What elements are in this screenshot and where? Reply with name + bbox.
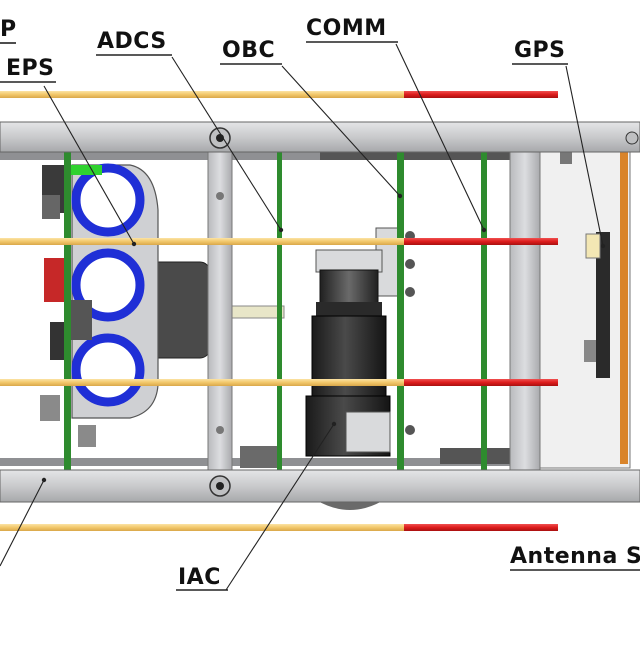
obc-screws	[405, 231, 415, 435]
top-frame-bar	[0, 121, 640, 153]
pin	[231, 305, 285, 319]
coil-group	[71, 163, 145, 407]
gps-module	[560, 152, 610, 378]
orange-bracket	[620, 152, 628, 464]
bottom-frame-bar	[0, 469, 640, 503]
side-panel	[539, 151, 631, 469]
antenna-rods	[0, 91, 558, 531]
reaction-wheel-body	[148, 262, 210, 358]
vertical-standoffs	[207, 149, 541, 473]
comm-pcb	[481, 152, 487, 470]
leader-lines	[0, 43, 606, 591]
obc-pcb	[397, 152, 404, 470]
label-eps: EPS	[6, 56, 55, 81]
label-underlines	[0, 41, 640, 591]
label-p: P	[0, 17, 17, 42]
label-obc: OBC	[222, 38, 275, 63]
pcb-boards	[64, 152, 487, 470]
inner-rails	[0, 152, 625, 468]
label-iac: IAC	[178, 565, 221, 590]
adcs-pcb	[277, 152, 282, 470]
label-antenna: Antenna S	[510, 544, 640, 569]
labels: P EPS ADCS OBC COMM GPS IAC Antenna S	[0, 16, 640, 590]
coil-icon	[71, 333, 145, 407]
label-adcs: ADCS	[97, 29, 167, 54]
main-frame-bars	[0, 121, 640, 503]
eps-connectors	[40, 165, 102, 447]
eps-pcb	[64, 152, 71, 470]
label-gps: GPS	[514, 38, 566, 63]
label-comm: COMM	[306, 16, 387, 41]
coil-icon	[71, 163, 145, 237]
